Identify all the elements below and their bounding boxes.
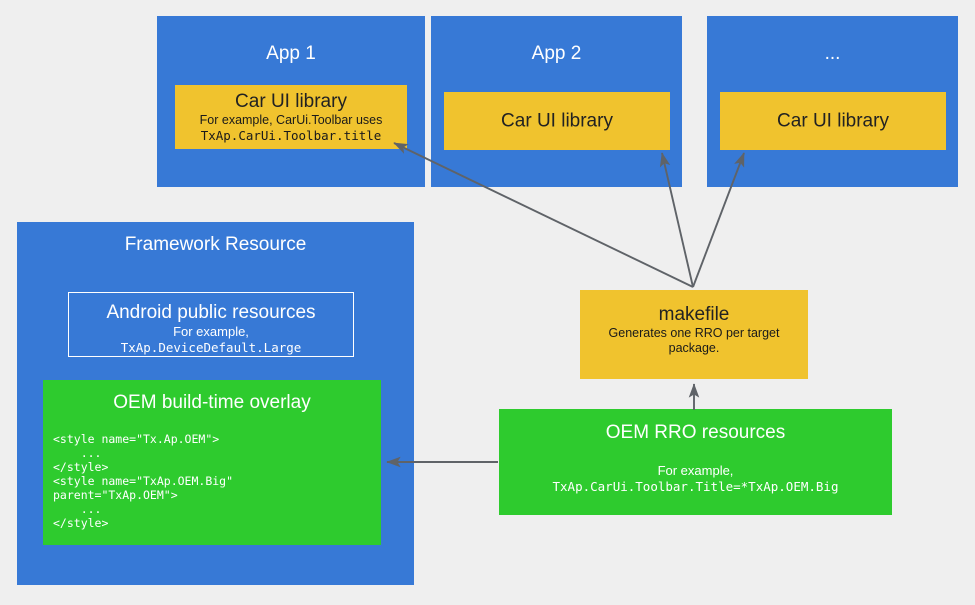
oem-build-time-overlay-code: <style name="Tx.Ap.OEM"> ... </style> <s…	[53, 432, 234, 530]
app-1-library-subtitle: For example, CarUi.Toolbar uses	[199, 113, 383, 127]
app-3-library-title: Car UI library	[777, 110, 889, 132]
app-3-car-ui-library: Car UI library	[720, 92, 946, 150]
oem-rro-resources-code: TxAp.CarUi.Toolbar.Title=*TxAp.OEM.Big	[552, 479, 839, 494]
app-2-car-ui-library: Car UI library	[444, 92, 670, 150]
app-1-library-code: TxAp.CarUi.Toolbar.title	[200, 128, 382, 143]
app-2-title: App 2	[531, 43, 582, 64]
oem-build-time-overlay-title: OEM build-time overlay	[113, 392, 311, 413]
oem-rro-resources-title: OEM RRO resources	[605, 422, 786, 443]
android-public-resources-title: Android public resources	[106, 302, 316, 323]
android-public-resources-box: Android public resources For example, Tx…	[68, 292, 354, 357]
android-public-resources-subtitle: For example,	[173, 324, 249, 339]
framework-resource-title: Framework Resource	[124, 234, 307, 255]
oem-build-time-overlay-box: OEM build-time overlay <style name="Tx.A…	[43, 380, 381, 545]
app-3-title: ...	[824, 43, 841, 64]
app-1-title: App 1	[266, 43, 316, 64]
app-1-library-title: Car UI library	[235, 91, 347, 112]
oem-rro-resources-subtitle: For example,	[657, 463, 734, 478]
oem-rro-resources-box: OEM RRO resources For example, TxAp.CarU…	[499, 409, 892, 515]
makefile-subtitle: Generates one RRO per target package.	[608, 326, 780, 355]
makefile-box: makefile Generates one RRO per target pa…	[580, 290, 808, 379]
android-public-resources-code: TxAp.DeviceDefault.Large	[120, 340, 302, 355]
makefile-title: makefile	[658, 304, 730, 325]
app-1-car-ui-library: Car UI library For example, CarUi.Toolba…	[175, 85, 407, 149]
app-2-library-title: Car UI library	[501, 110, 613, 132]
